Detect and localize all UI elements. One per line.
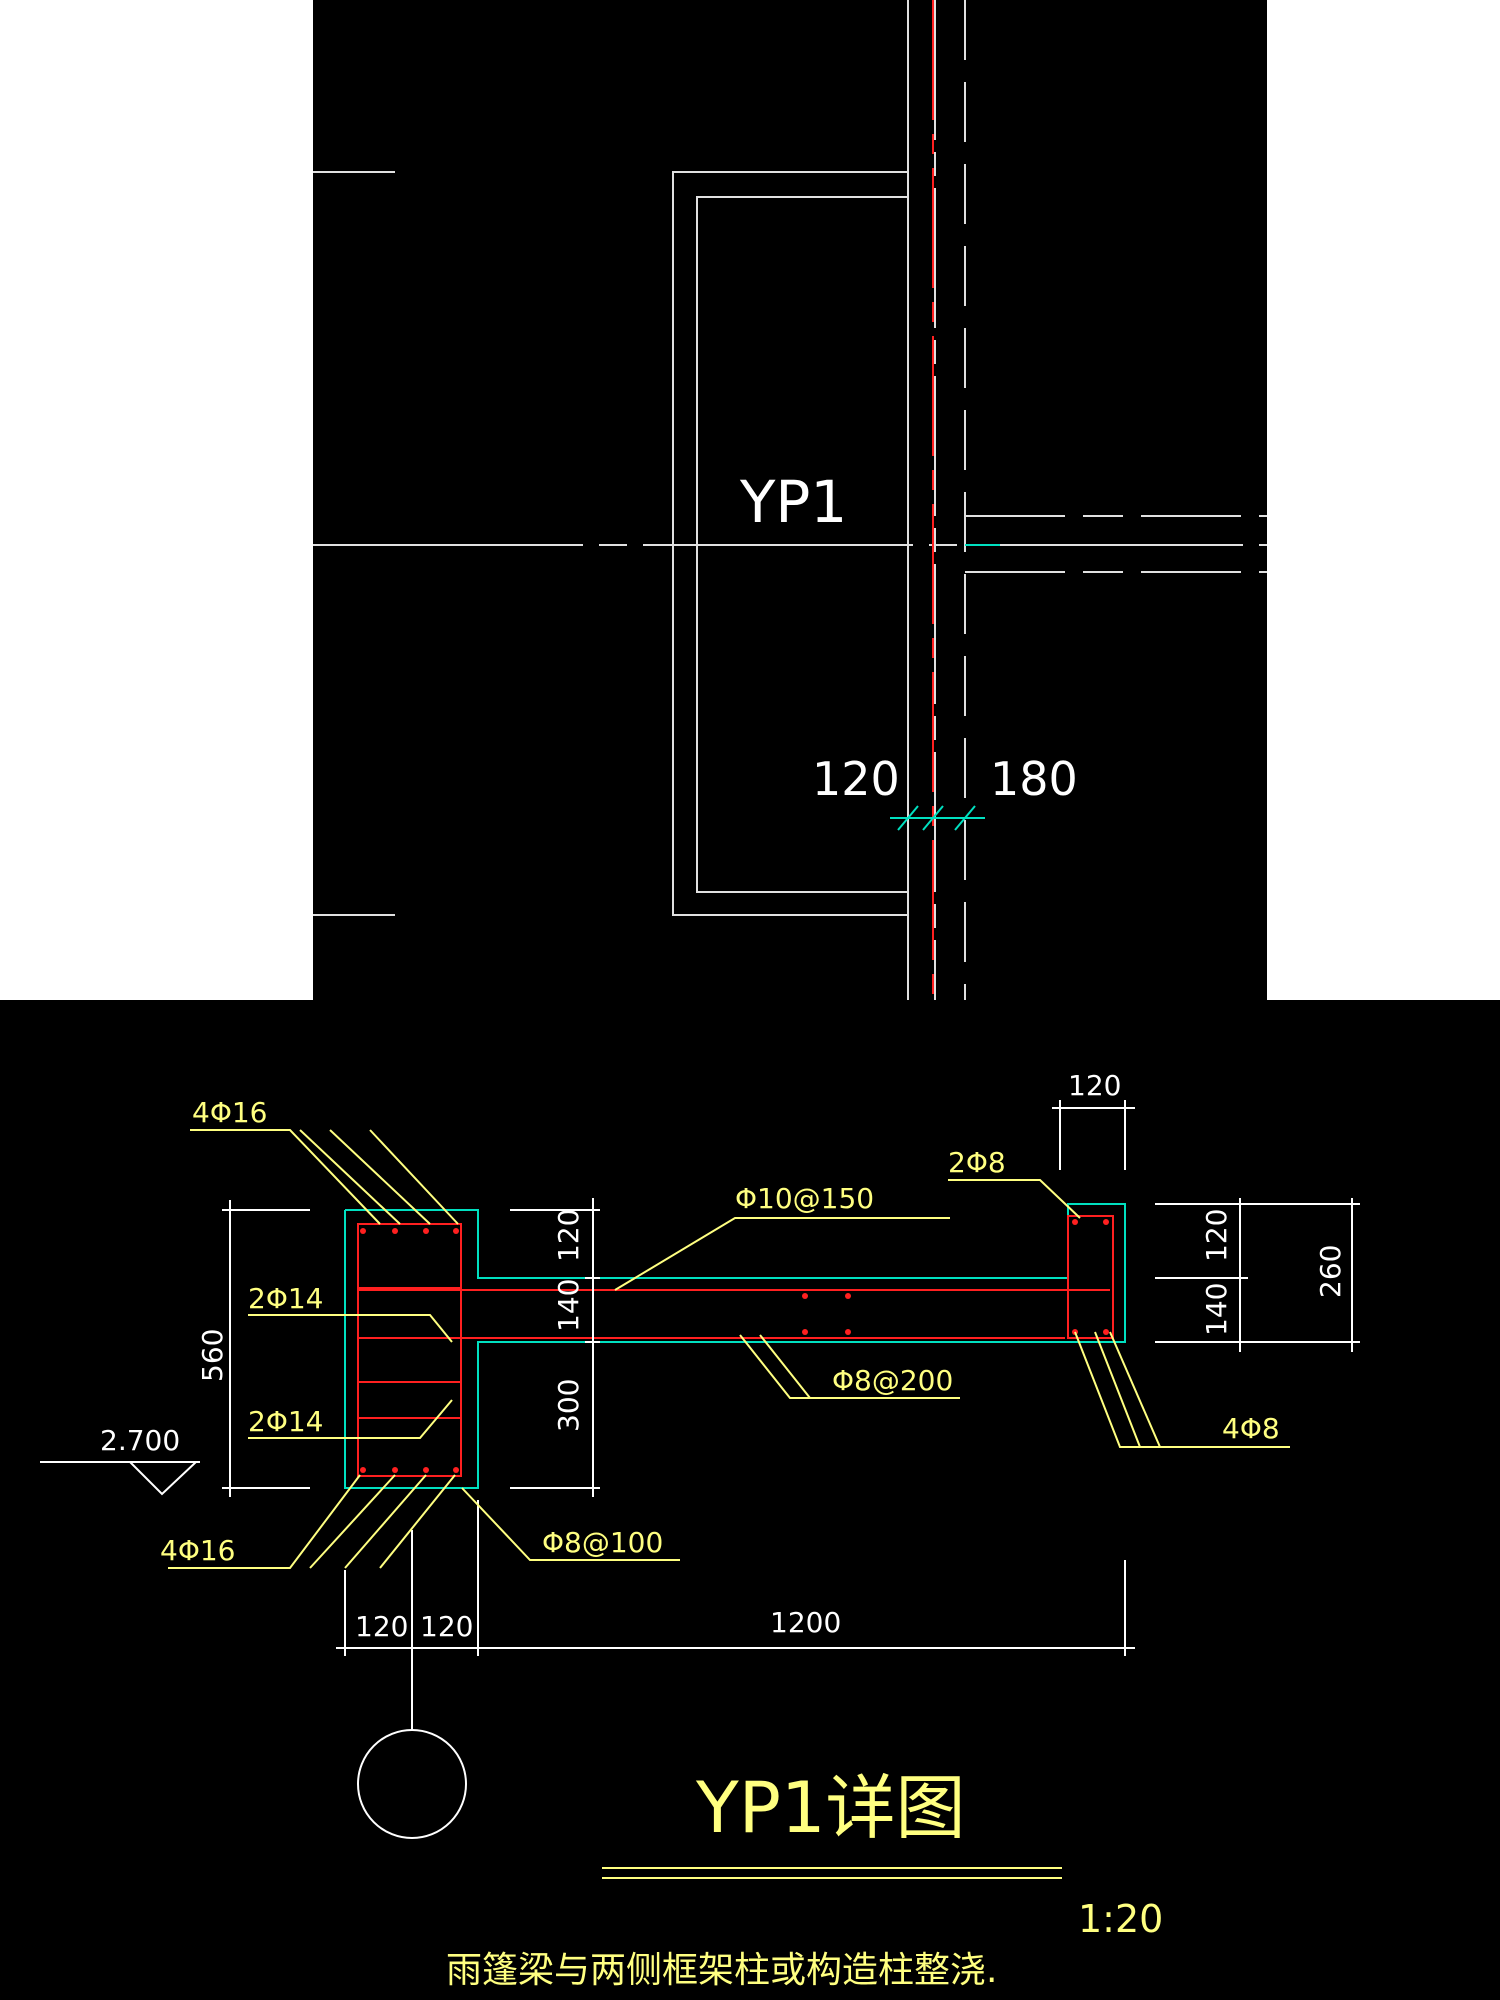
rebar-dot [802,1293,808,1299]
rebar-dot [453,1228,459,1234]
dim-label-edge-width: 120 [1068,1069,1121,1102]
detail-scale: 1:20 [1078,1897,1163,1941]
section-detail: 4Φ16 2Φ14 2Φ14 4Φ16 Φ10@150 Φ8@200 Φ8@10… [0,1000,1500,2000]
leader-bottom-left [168,1474,361,1569]
plan-dim-right: 180 [990,752,1078,806]
rebar-dot [423,1467,429,1473]
canopy-outline-outer [672,171,908,916]
rebar-label-edge-top: 2Φ8 [948,1146,1006,1179]
rebar-dot [360,1228,366,1234]
rebar-label-slab-dist: Φ8@200 [832,1364,953,1397]
dim-label-right-total: 260 [1314,1245,1347,1298]
rebar-dot [1103,1329,1109,1335]
axis-bubble [357,1729,467,1839]
concrete-outline-main [344,1203,1126,1489]
rebar-dot [845,1293,851,1299]
elevation-triangle [129,1461,197,1496]
leader-slab-dist [739,1334,960,1399]
dim-label-total-height: 560 [196,1329,229,1382]
rebar-dot [392,1228,398,1234]
leader-mid-left-2 [248,1399,453,1439]
rebar-label-top-left: 4Φ16 [192,1096,267,1129]
rebar-dot [453,1467,459,1473]
rebar-label-mid-left-1: 2Φ14 [248,1282,323,1315]
leader-edge-bottom [1074,1331,1290,1448]
edge-beam-stirrup [1067,1215,1114,1339]
leader-mid-left-1 [248,1314,453,1343]
leader-slab-dist-2 [759,1334,811,1399]
leader-top-left-4 [369,1129,459,1225]
dim-label-seg-bottom: 300 [552,1379,585,1432]
leader-bottom-left-4 [379,1474,456,1569]
dim-label-right-top: 120 [1200,1209,1233,1262]
rebar-label-mid-left-2: 2Φ14 [248,1405,323,1438]
rebar-dot [802,1329,808,1335]
detail-background [0,1000,1500,2000]
rebar-label-edge-bottom: 4Φ8 [1222,1412,1280,1445]
plan-dim-tick-1 [897,805,919,831]
dim-label-bottom-span: 1200 [770,1606,841,1639]
beam-stirrup-cage [357,1223,462,1477]
rebar-dot [845,1329,851,1335]
dim-label-seg-mid: 140 [552,1279,585,1332]
leader-stirrup [461,1487,680,1561]
leader-bottom-left-3 [344,1474,427,1569]
leader-edge-bottom-3 [1109,1331,1161,1448]
leader-top-left-2 [299,1129,401,1225]
member-label: YP1 [739,468,847,536]
plan-view: YP1 120 180 [313,0,1267,1000]
plan-dim-tick-2 [922,805,944,831]
dim-label-seg-top: 120 [552,1209,585,1262]
dim-label-bottom-left: 120 [355,1610,408,1643]
plan-background [313,0,1267,1000]
elevation-label: 2.700 [100,1424,180,1457]
rebar-dot [392,1467,398,1473]
rebar-label-stirrup: Φ8@100 [542,1526,663,1559]
leader-top-left [190,1129,381,1225]
rebar-label-bottom-left: 4Φ16 [160,1534,235,1567]
rebar-dot [1103,1219,1109,1225]
canopy-outline-inner [696,196,908,893]
leader-edge-top [948,1179,1081,1219]
dim-label-bottom-mid: 120 [420,1610,473,1643]
rebar-dot [360,1467,366,1473]
rebar-dot [423,1228,429,1234]
leader-edge-bottom-2 [1094,1331,1141,1448]
dim-label-right-mid: 140 [1200,1283,1233,1336]
leader-bottom-left-2 [309,1474,396,1569]
rebar-label-slab-top: Φ10@150 [735,1182,874,1215]
plan-dim-tick-3 [954,805,976,831]
rebar-dot [1072,1219,1078,1225]
detail-note: 雨篷梁与两侧框架柱或构造柱整浇. [446,1950,997,1991]
leader-slab-top [614,1217,950,1291]
detail-title: YP1详图 [695,1767,966,1849]
leader-top-left-3 [329,1129,431,1225]
plan-dim-left: 120 [812,752,900,806]
